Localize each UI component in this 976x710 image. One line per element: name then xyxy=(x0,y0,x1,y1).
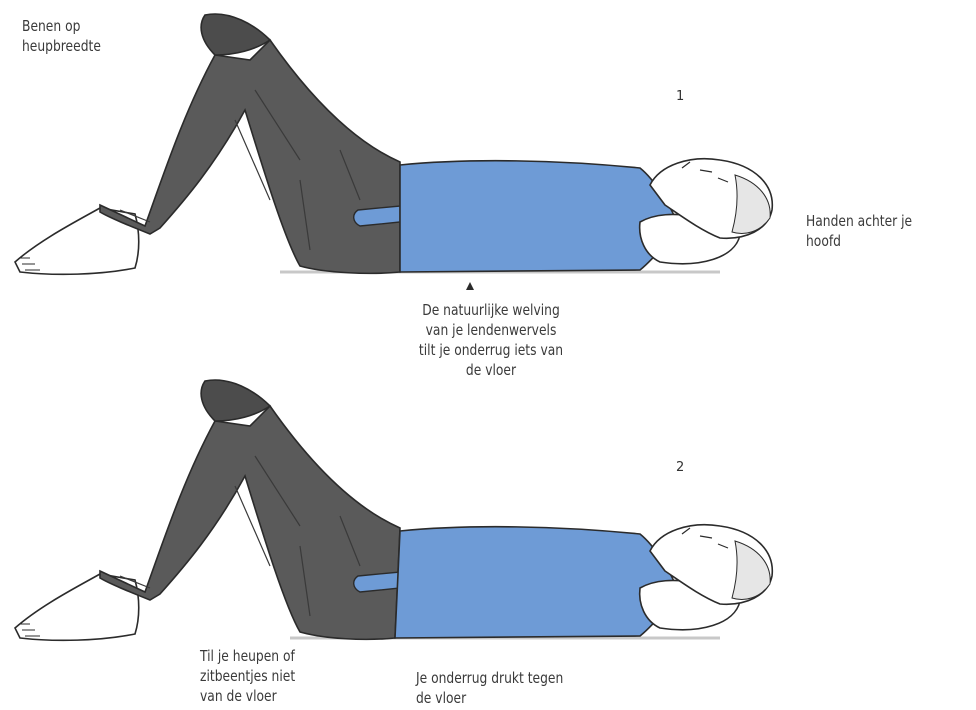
torso-shirt xyxy=(395,527,680,638)
thigh-shadow xyxy=(201,380,270,421)
figure-2-supine-back-pressed xyxy=(0,360,976,660)
label-natural-curve: De natuurlijke welving van je lendenwerv… xyxy=(413,300,569,380)
label-hips-stay-down: Til je heupen of zitbeentjes niet van de… xyxy=(200,646,295,706)
step-number-1: 1 xyxy=(676,89,684,104)
step-number-2: 2 xyxy=(676,460,684,475)
label-lower-back-pressed: Je onderrug drukt tegen de vloer xyxy=(416,668,563,708)
figure-1-supine-natural-curve xyxy=(0,0,976,300)
thigh-shadow xyxy=(201,14,270,55)
label-hands-behind-head: Handen achter je hoofd xyxy=(806,211,945,251)
label-hip-width: Benen op heupbreedte xyxy=(22,16,101,56)
torso-shirt xyxy=(400,161,680,272)
curve-indicator-arrow xyxy=(466,282,474,290)
legs-pants xyxy=(100,406,400,639)
legs-pants xyxy=(100,40,400,273)
